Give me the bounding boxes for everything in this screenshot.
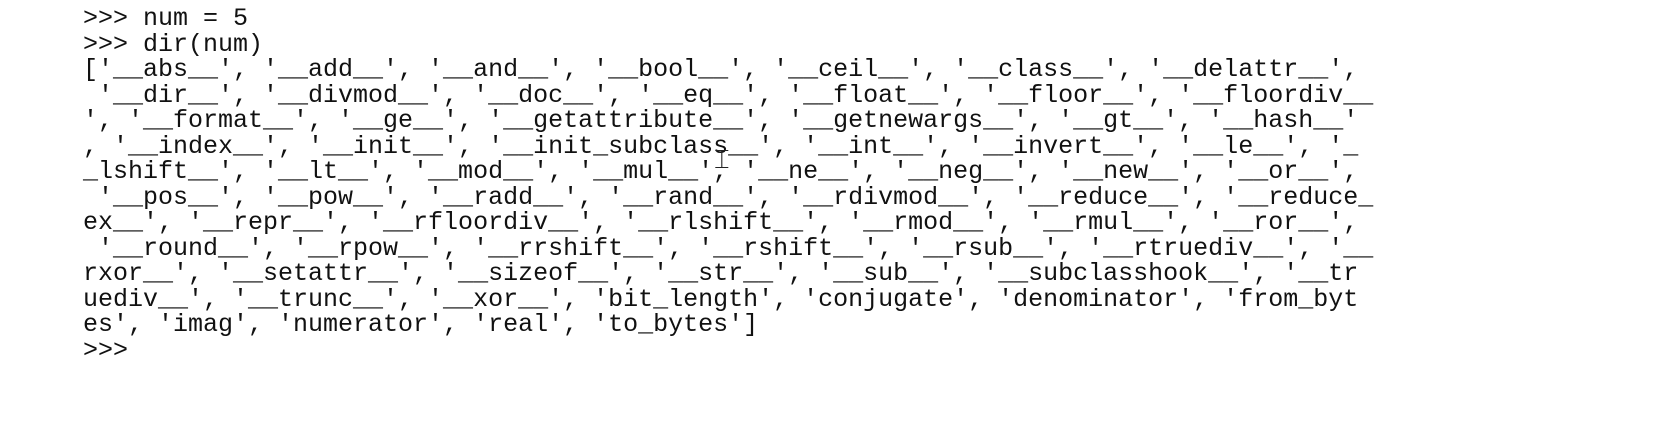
text-cursor-icon: ⌶	[714, 145, 730, 175]
console-output-line: _lshift__', '__lt__', '__mod__', '__mul_…	[83, 157, 1359, 186]
console-input-prompt[interactable]: >>>	[83, 335, 129, 365]
console-output-line: ex__', '__repr__', '__rfloordiv__', '__r…	[83, 208, 1359, 237]
console-output-line: ['__abs__', '__add__', '__and__', '__boo…	[83, 55, 1359, 84]
console-output-line: rxor__', '__setattr__', '__sizeof__', '_…	[83, 259, 1359, 288]
console-output-line: '__dir__', '__divmod__', '__doc__', '__e…	[83, 80, 1374, 110]
console-output: >>> num = 5 >>> dir(num) ['__abs__', '__…	[83, 6, 1373, 363]
console-output-line: ', '__format__', '__ge__', '__getattribu…	[83, 106, 1359, 135]
console-line-prompt-assign: >>> num = 5	[83, 4, 249, 33]
console-output-line: , '__index__', '__init__', '__init_subcl…	[83, 131, 1359, 161]
console-output-line: '__round__', '__rpow__', '__rrshift__', …	[83, 233, 1374, 263]
console-output-line: uediv__', '__trunc__', '__xor__', 'bit_l…	[83, 284, 1359, 314]
console-output-line: '__pos__', '__pow__', '__radd__', '__ran…	[83, 182, 1374, 212]
console-output-line: es', 'imag', 'numerator', 'real', 'to_by…	[83, 310, 759, 339]
console-line-prompt-dir: >>> dir(num)	[83, 29, 264, 59]
